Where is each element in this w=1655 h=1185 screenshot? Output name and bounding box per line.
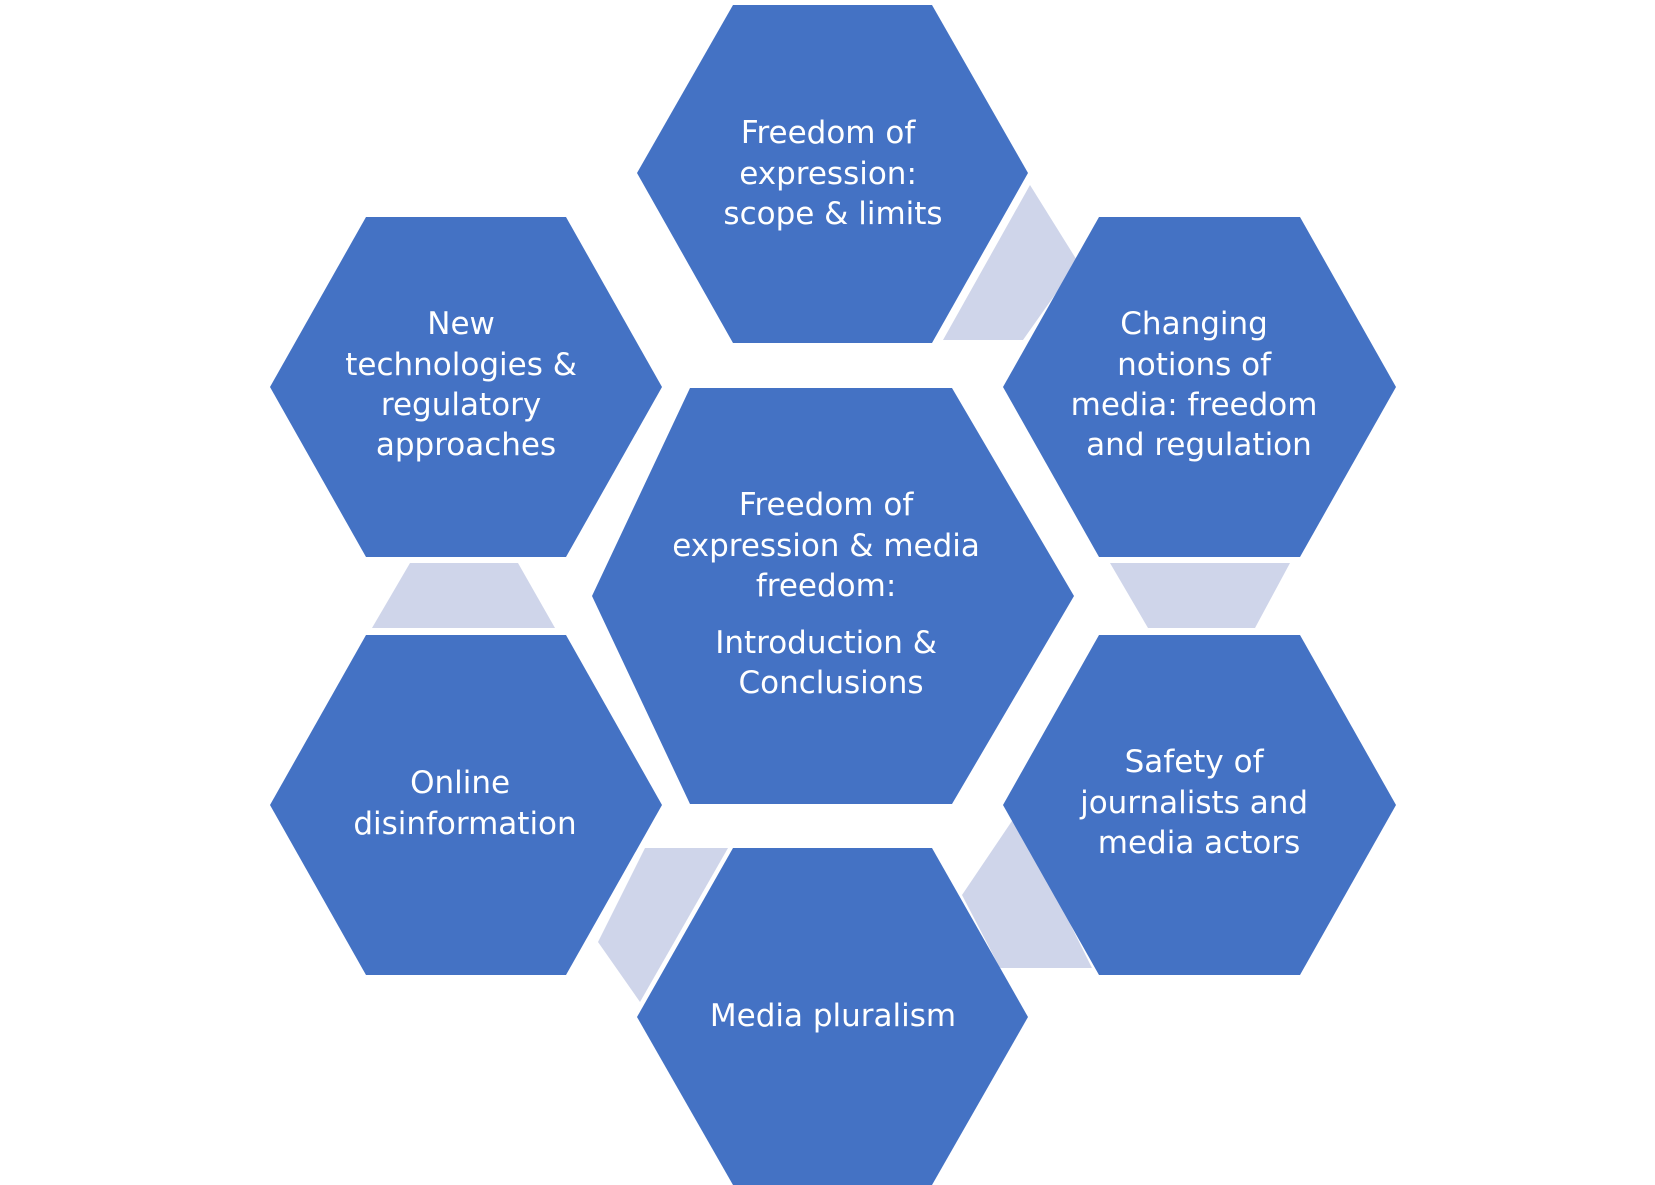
lower-left-label-line: Online [410, 765, 510, 801]
connectors [372, 185, 1290, 1002]
top-label-line: expression: [739, 156, 917, 192]
center-label-line: freedom: [756, 568, 896, 604]
hexagons [270, 5, 1396, 1185]
connector-top-to-upper-right [943, 185, 1078, 340]
lower-right-label-line: Safety of [1125, 744, 1265, 780]
upper-right-label-line: media: freedom [1071, 387, 1318, 423]
hexagon-upper-right [1003, 217, 1396, 557]
center-label-line: Conclusions [738, 665, 923, 701]
connector-bottom-to-lower-left [598, 848, 728, 1002]
center-label: Freedom of expression & media freedom: I… [672, 487, 990, 701]
connector-lower-right-to-bottom [962, 815, 1092, 968]
upper-right-label-line: Changing [1120, 306, 1268, 342]
lower-right-label-line: journalists and [1079, 785, 1308, 821]
lower-right-label-line: media actors [1098, 825, 1300, 861]
connector-lower-left-to-upper-left [372, 563, 555, 628]
upper-left-label-line: approaches [376, 427, 556, 463]
center-label-line: Introduction & [715, 625, 937, 661]
bottom-label-line: Media pluralism [710, 998, 956, 1034]
hexagon-lower-left [270, 635, 662, 975]
center-label-line: Freedom of [739, 487, 914, 523]
hexagon-upper-left [270, 217, 662, 557]
connector-upper-right-to-lower-right [1110, 563, 1290, 628]
upper-left-label-line: New [427, 306, 495, 342]
lower-right-label: Safety of journalists and media actors [1079, 744, 1318, 861]
upper-left-label: New technologies & regulatory approaches [345, 306, 587, 463]
upper-left-label-line: technologies & [345, 347, 577, 383]
top-label: Freedom of expression: scope & limits [723, 115, 942, 232]
lower-left-label-line: disinformation [353, 806, 576, 842]
top-label-line: scope & limits [723, 196, 942, 232]
upper-right-label-line: and regulation [1086, 427, 1312, 463]
hexagon-bottom [637, 848, 1028, 1185]
upper-right-label: Changing notions of media: freedom and r… [1071, 306, 1328, 463]
center-label-line: expression & media [672, 528, 980, 564]
upper-left-label-line: regulatory [381, 387, 541, 423]
top-label-line: Freedom of [741, 115, 916, 151]
hexagon-lower-right [1003, 635, 1396, 975]
bottom-label: Media pluralism [710, 998, 956, 1034]
lower-left-label: Online disinformation [353, 765, 576, 842]
hexagon-top [637, 5, 1028, 343]
upper-right-label-line: notions of [1117, 347, 1272, 383]
hexagon-center [592, 388, 1074, 804]
